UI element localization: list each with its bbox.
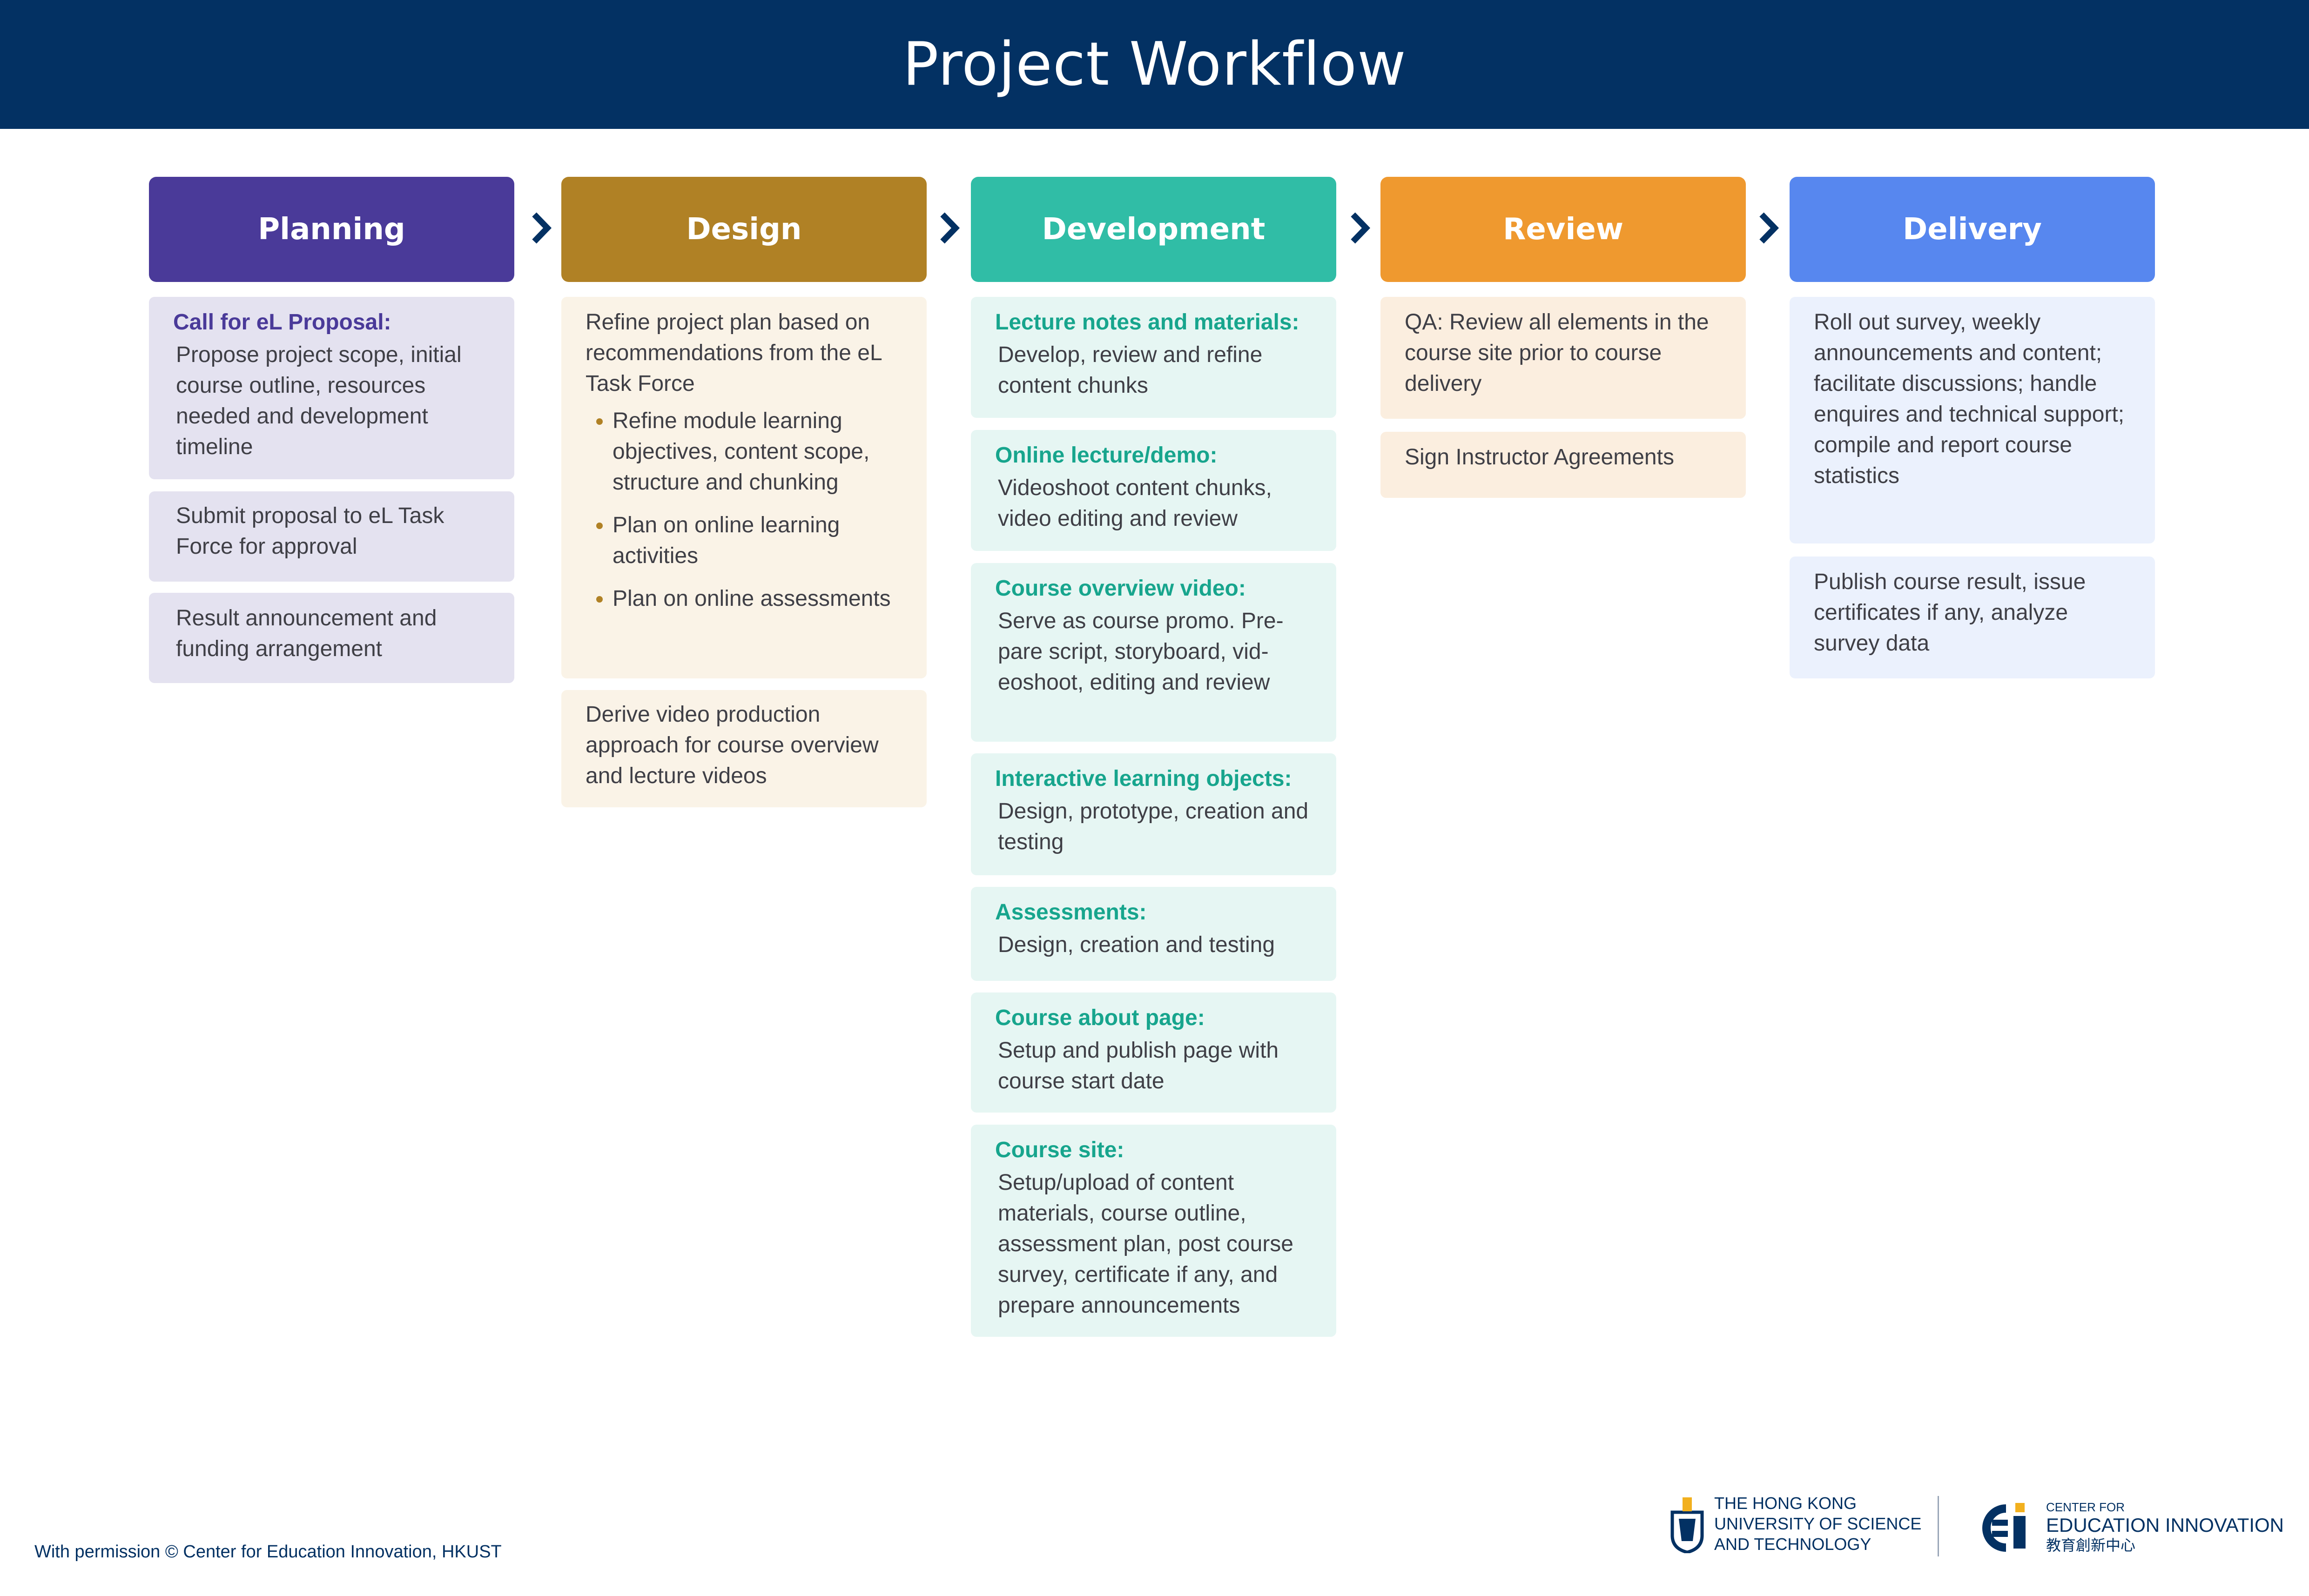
card-title: Online lecture/demo: <box>995 443 1218 468</box>
card-title: Course site: <box>995 1138 1124 1162</box>
cei-mark-icon <box>1982 1503 2026 1552</box>
card-text: Videoshoot content chunks, video editing… <box>998 476 1272 531</box>
card-title: Interactive learning objects: <box>995 766 1292 791</box>
permission-note: With permission © Center for Education I… <box>34 1542 502 1562</box>
cei-name-small: CENTER FOR <box>2046 1500 2125 1514</box>
development-card: Interactive learning objects: Design, pr… <box>971 753 1336 875</box>
cei-name-chinese: 教育創新中心 <box>2046 1537 2136 1554</box>
design-card: Refine project plan based on recommendat… <box>561 297 927 678</box>
list-item: Plan on online assessments <box>613 583 904 614</box>
card-title: Course overview video: <box>995 576 1246 601</box>
list-item: Plan on online learning activities <box>613 510 904 571</box>
development-card: Online lecture/demo: Videoshoot content … <box>971 430 1336 551</box>
card-text: Publish course result, issue certificate… <box>1814 570 2086 656</box>
card-text: Develop, review and refine content chunk… <box>998 342 1263 398</box>
development-card: Course overview video: Serve as course p… <box>971 563 1336 742</box>
card-title: Course about page: <box>995 1006 1205 1030</box>
chevron-right-icon <box>1346 207 1374 249</box>
card-text: Design, prototype, creation and testing <box>998 799 1309 854</box>
logo-divider <box>1938 1496 1939 1556</box>
card-text: QA: Review all elements in the course si… <box>1405 310 1709 396</box>
development-card: Lecture notes and materials: Develop, re… <box>971 297 1336 418</box>
page-header: Project Workflow <box>0 0 2309 129</box>
planning-card: Result announcement and funding arrangem… <box>149 593 514 683</box>
design-header: Design <box>561 177 927 282</box>
card-text: Submit proposal to eL Task Force for app… <box>176 503 444 559</box>
list-item: Refine module learning objectives, conte… <box>613 406 904 498</box>
card-text: Roll out survey, weekly announcements an… <box>1814 310 2125 488</box>
page-title: Project Workflow <box>902 30 1407 99</box>
development-card: Assessments: Design, creation and testin… <box>971 887 1336 981</box>
bullet-list: Refine module learning objectives, conte… <box>586 406 904 614</box>
card-text: Setup and publish page with course start… <box>998 1038 1279 1093</box>
cei-name: EDUCATION INNOVATION <box>2046 1514 2284 1536</box>
hkust-name-line: UNIVERSITY OF SCIENCE <box>1714 1514 1922 1533</box>
hkust-logo: THE HONG KONG UNIVERSITY OF SCIENCE AND … <box>1669 1494 1921 1554</box>
planning-card: Submit proposal to eL Task Force for app… <box>149 491 514 582</box>
review-card: QA: Review all elements in the course si… <box>1380 297 1746 419</box>
planning-header: Planning <box>149 177 514 282</box>
card-title: Assessments: <box>995 900 1147 925</box>
delivery-header: Delivery <box>1790 177 2155 282</box>
development-card: Course about page: Setup and publish pag… <box>971 992 1336 1113</box>
planning-card: Call for eL Proposal: Propose project sc… <box>149 297 514 479</box>
development-header: Development <box>971 177 1336 282</box>
chevron-right-icon <box>527 207 555 249</box>
card-text: Design, creation and testing <box>998 932 1275 957</box>
development-card: Course site: Setup/upload of content mat… <box>971 1125 1336 1337</box>
card-text: Sign Instructor Agreements <box>1405 445 1674 469</box>
chevron-right-icon <box>1755 207 1783 249</box>
cei-logo: CENTER FOR EDUCATION INNOVATION 教育創新中心 <box>1973 1499 2284 1555</box>
card-text: Refine project plan based on recommendat… <box>586 310 882 396</box>
card-text: Propose project scope, initial course ou… <box>176 342 462 459</box>
card-text: Serve as course promo. Pre-pare script, … <box>998 609 1284 695</box>
hkust-crest-icon <box>1670 1497 1704 1553</box>
card-text: Result announcement and funding arrangem… <box>176 606 437 661</box>
review-card: Sign Instructor Agreements <box>1380 432 1746 498</box>
hkust-name-line: THE HONG KONG <box>1714 1494 1857 1513</box>
card-text: Derive video production approach for cou… <box>586 702 879 788</box>
delivery-card: Publish course result, issue certificate… <box>1790 557 2155 678</box>
review-header: Review <box>1380 177 1746 282</box>
card-title: Call for eL Proposal: <box>173 310 391 335</box>
card-text: Setup/upload of content materials, cours… <box>998 1170 1293 1318</box>
chevron-right-icon <box>936 207 963 249</box>
delivery-card: Roll out survey, weekly announcements an… <box>1790 297 2155 543</box>
card-title: Lecture notes and materials: <box>995 310 1299 335</box>
design-card: Derive video production approach for cou… <box>561 690 927 807</box>
hkust-name-line: AND TECHNOLOGY <box>1714 1535 1871 1554</box>
